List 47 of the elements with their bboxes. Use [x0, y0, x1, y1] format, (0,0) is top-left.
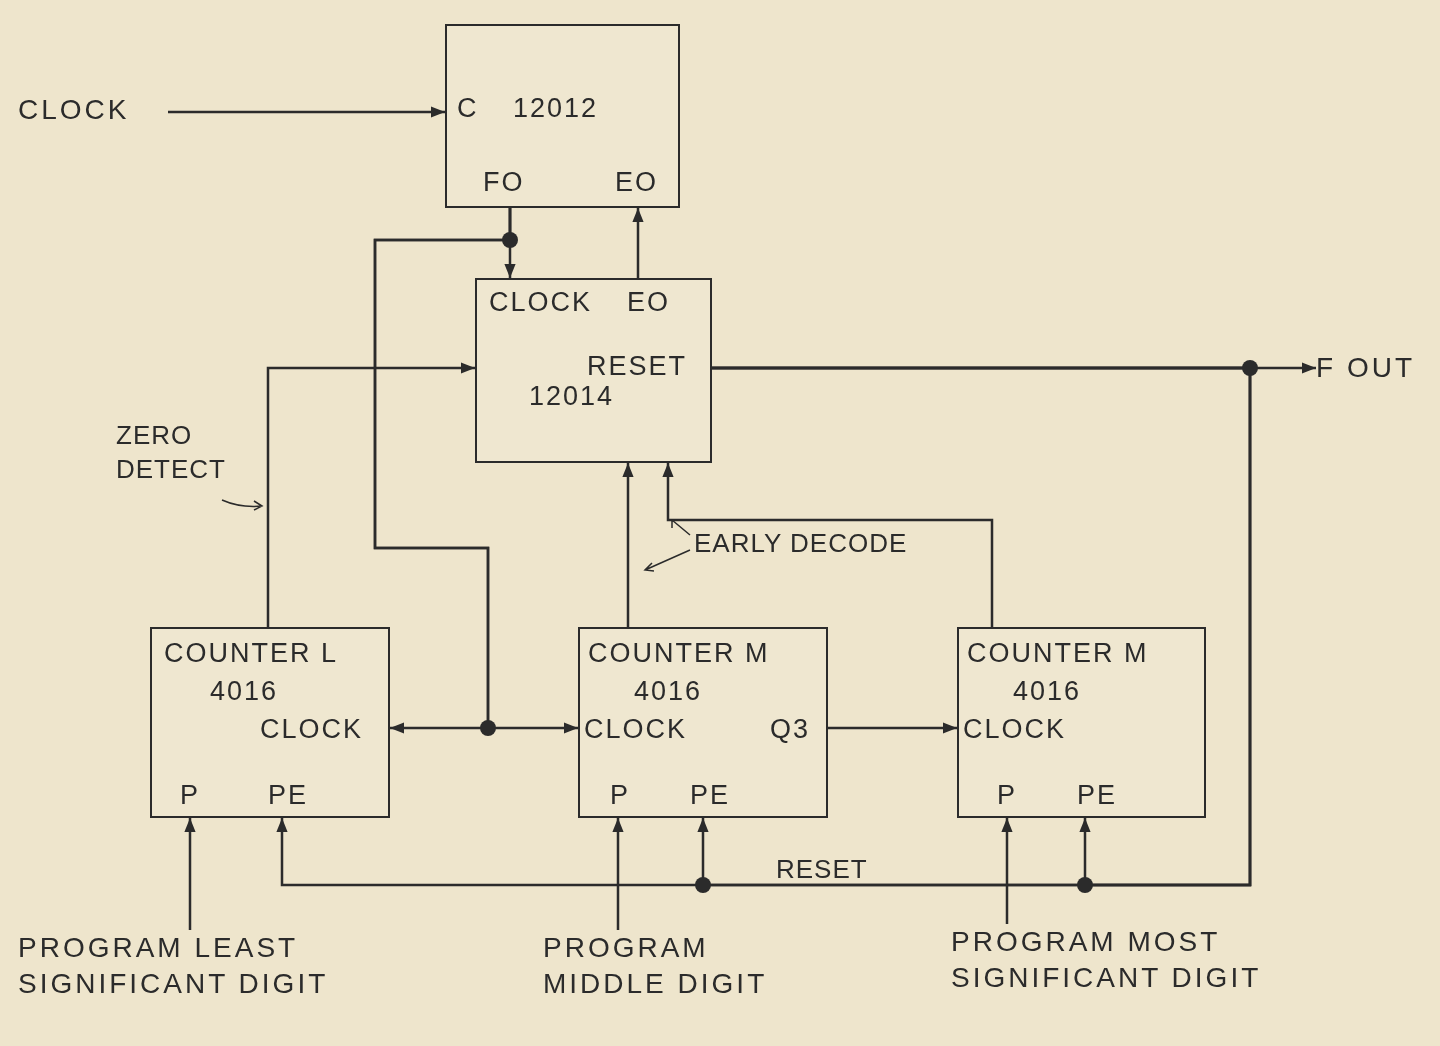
connector-arrow [662, 463, 994, 627]
chip-box [475, 278, 712, 463]
signal-label: F OUT [1316, 350, 1438, 390]
pin-label: CLOCK [963, 713, 1067, 745]
signal-label: PROGRAM LEAST SIGNIFICANT DIGIT [18, 930, 438, 1046]
connector-arrow [373, 208, 578, 734]
pin-label: PE [690, 779, 731, 811]
connector-arrow [632, 208, 644, 278]
pin-label: P [180, 779, 200, 811]
chip-box [957, 627, 1206, 818]
connector-arrow [168, 106, 445, 118]
pin-label: 12012 [513, 92, 599, 124]
connector-arrow [266, 362, 475, 627]
pin-label: COUNTER M [588, 637, 770, 669]
pin-label: PE [1077, 779, 1118, 811]
pin-label: CLOCK [584, 713, 688, 745]
pin-label: 4016 [210, 675, 279, 707]
pin-label: P [997, 779, 1017, 811]
pin-label: CLOCK [489, 286, 593, 318]
connector-arrow [1001, 818, 1013, 924]
connector-arrow [622, 463, 634, 627]
pin-label: RESET [587, 350, 688, 382]
pin-label: FO [483, 166, 525, 198]
pin-label: COUNTER M [967, 637, 1149, 669]
pin-label: COUNTER L [164, 637, 338, 669]
connector-arrow [828, 722, 957, 734]
signal-label: RESET [776, 853, 869, 886]
pin-label: EO [627, 286, 670, 318]
pin-label: EO [615, 166, 658, 198]
pin-label: PE [268, 779, 309, 811]
signal-label: ZERO DETECT [116, 419, 227, 486]
pin-label: 4016 [634, 675, 703, 707]
chip-box [445, 24, 680, 208]
signal-label: PROGRAM MIDDLE DIGIT [543, 930, 833, 1010]
pin-label: C [457, 92, 479, 124]
signal-label: CLOCK [18, 92, 168, 132]
connector-arrow [184, 818, 196, 930]
pin-label: P [610, 779, 630, 811]
connector-arrow [612, 818, 624, 930]
pin-label: 4016 [1013, 675, 1082, 707]
chip-box [150, 627, 390, 818]
pin-label: 12014 [529, 380, 615, 412]
pin-label: CLOCK [260, 713, 364, 745]
signal-label: PROGRAM MOST SIGNIFICANT DIGIT [951, 924, 1341, 1040]
chip-box [578, 627, 828, 818]
signal-label: EARLY DECODE [694, 527, 909, 560]
pin-label: Q3 [770, 713, 811, 745]
